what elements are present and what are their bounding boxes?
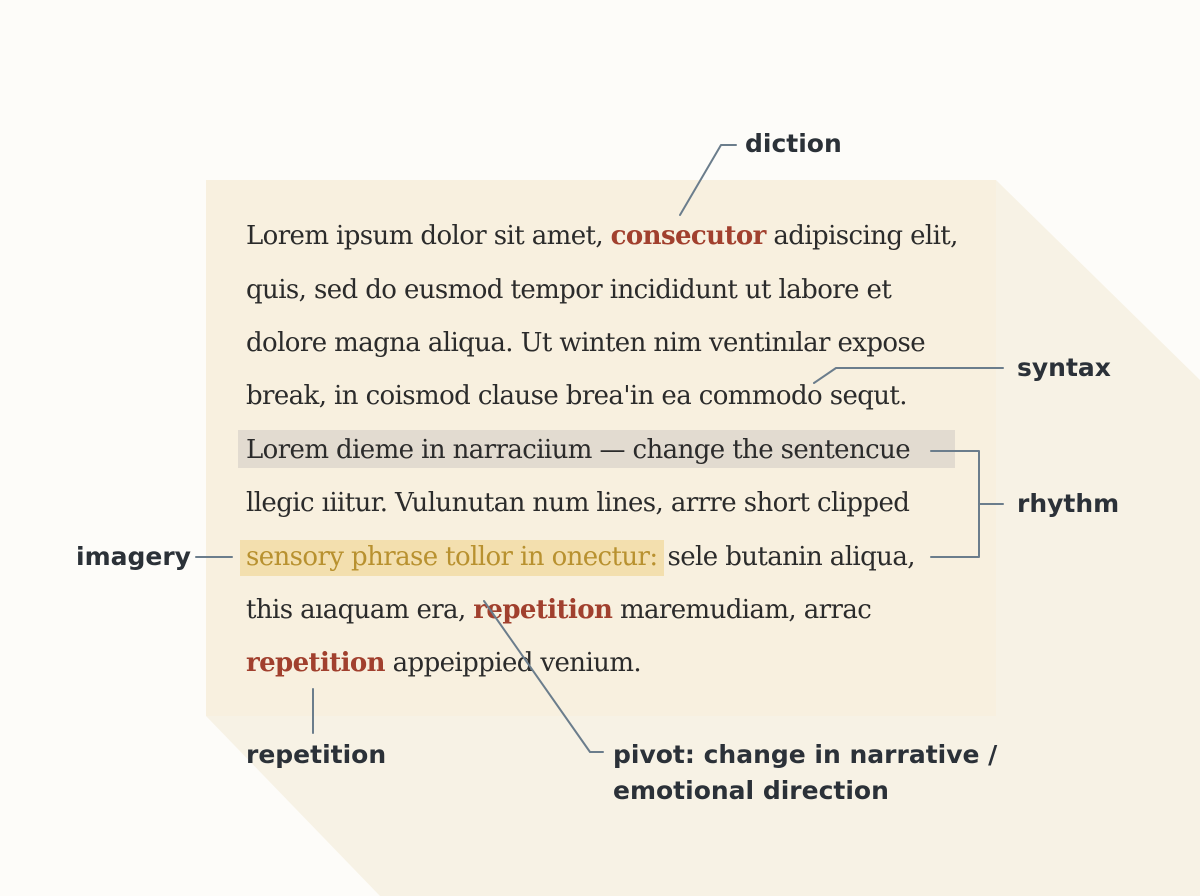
- line-1-start: Lorem ipsum dolor sit amet,: [246, 221, 611, 251]
- passage-line-7: sensory phrase tollor in onectur:sele bu…: [240, 540, 916, 576]
- syntax-label: syntax: [1017, 353, 1111, 382]
- passage-line-5-pivot: Lorem dieme in narraciium — change the s…: [246, 435, 911, 465]
- diction-label: diction: [745, 129, 842, 158]
- line-8-start: this aıaquam era,: [246, 595, 474, 625]
- line-9-end: appeippied venium.: [384, 648, 642, 678]
- line-1-end: adipiscing elit,: [765, 221, 958, 251]
- passage-line-9: repetition appeippied venium.: [246, 647, 642, 679]
- passage-line-8: this aıaquam era, repetition maremudiam,…: [246, 594, 872, 626]
- pivot-label-line-2: emotional direction: [613, 776, 889, 805]
- pivot-highlight: [238, 430, 955, 468]
- passage-line-1: Lorem ipsum dolor sit amet, consecutor a…: [246, 220, 958, 252]
- imagery-label: imagery: [76, 542, 191, 571]
- pivot-label-line-1: pivot: change in narrative /: [613, 740, 998, 769]
- imagery-highlight: sensory phrase tollor in onectur:: [240, 540, 664, 576]
- line-8-end: maremudiam, arrac: [612, 595, 872, 625]
- repetition-label: repetition: [246, 740, 387, 769]
- rhythm-label: rhythm: [1017, 489, 1120, 518]
- diction-word: consecutor: [610, 221, 767, 251]
- line-7-end: sele butanin aliqua,: [667, 542, 916, 572]
- passage-line-4: break, in coismod clause brea'in ea comm…: [246, 381, 908, 411]
- passage-line-2: quis, sed do eusmod tempor incididunt ut…: [246, 275, 892, 305]
- passage-line-3: dolore magna aliqua. Ut winten nim venti…: [246, 328, 926, 358]
- repetition-word-2: repetition: [246, 648, 386, 678]
- repetition-word-1: repetition: [473, 595, 613, 625]
- passage-line-6: llegic ıiitur. Vulunutan num lines, arrr…: [246, 488, 910, 518]
